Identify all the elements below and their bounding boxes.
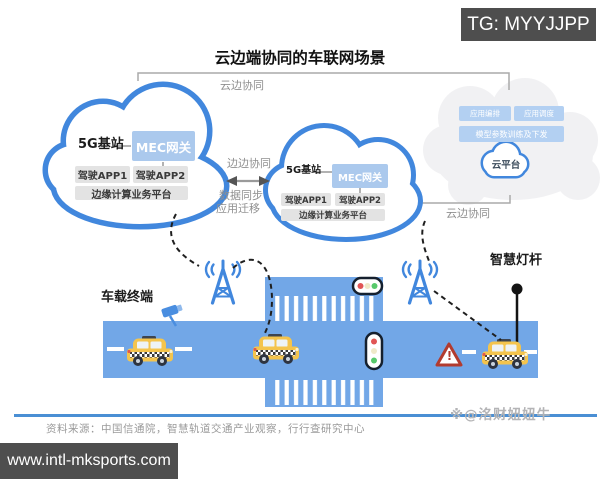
watermark-text: ※@洺财妞妞牛 <box>450 407 552 423</box>
crosswalk-top <box>272 296 376 321</box>
roads <box>103 277 538 407</box>
antenna-right-icon <box>401 259 439 305</box>
cloud-edge-right-label: 云边协同 <box>446 207 490 220</box>
app-migration-label: 应用迁移 <box>216 202 260 215</box>
source-text: 资料来源：中国信通院，智慧轨道交通产业观察，行行查研究中心 <box>46 423 365 435</box>
traffic-light-horizontal <box>351 276 384 296</box>
left-5g-station-label: 5G基站 <box>78 137 124 152</box>
crosswalk-bottom <box>272 380 376 405</box>
model-training-box: 模型参数训练及下发 <box>459 126 564 142</box>
tg-badge: TG: MYYJJPP <box>461 8 596 41</box>
mid-edge-platform-box: 边缘计算业务平台 <box>281 209 385 221</box>
cloud-platform-label: 云平台 <box>491 160 521 171</box>
app-orchestration-box: 应用编排 <box>459 106 511 121</box>
warning-exclamation: ! <box>446 349 453 363</box>
mid-app1-box: 驾驶APP1 <box>281 193 331 206</box>
mid-mec-gateway-box: MEC网关 <box>332 164 388 188</box>
warning-triangle-icon <box>435 342 463 367</box>
edge-edge-arrow <box>226 176 270 186</box>
camera-icon <box>161 304 183 327</box>
site-badge: www.intl-mksports.com <box>0 443 178 479</box>
cloud-edge-right-bracket <box>421 195 511 204</box>
data-sync-label: 数据同步 <box>219 189 263 202</box>
edge-edge-label: 边边协同 <box>227 157 271 170</box>
app-scheduling-box: 应用调度 <box>514 106 564 121</box>
cloud-edge-top-bracket <box>137 72 510 90</box>
lane-dashes <box>107 347 537 354</box>
smart-pole-icon <box>511 283 523 347</box>
left-edge-platform-box: 边缘计算业务平台 <box>75 186 188 201</box>
smart-pole-label: 智慧灯杆 <box>490 253 543 268</box>
cloud-platform-icon <box>480 140 530 179</box>
mid-5g-station-label: 5G基站 <box>286 165 322 176</box>
vehicle-terminal-label: 车载终端 <box>101 290 154 305</box>
mid-app2-box: 驾驶APP2 <box>335 193 385 206</box>
left-app2-box: 驾驶APP2 <box>133 166 188 183</box>
page-title: 云边端协同的车联网场景 <box>214 49 386 67</box>
left-app1-box: 驾驶APP1 <box>75 166 130 183</box>
traffic-light-vertical <box>364 331 384 371</box>
comm-links <box>170 213 502 341</box>
cloud-edge-top-label: 云边协同 <box>220 79 264 92</box>
footer-divider <box>14 414 597 417</box>
left-mec-gateway-box: MEC网关 <box>132 131 195 161</box>
